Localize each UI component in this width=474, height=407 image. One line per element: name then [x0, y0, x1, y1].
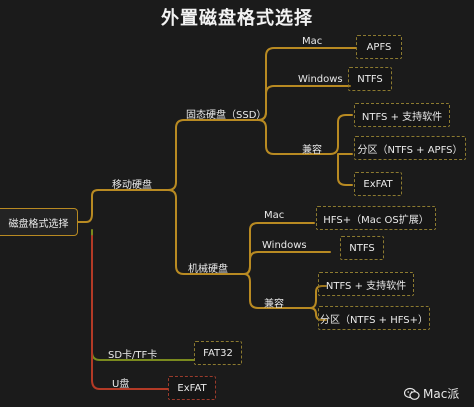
- diagram-title: 外置磁盘格式选择: [161, 8, 313, 29]
- link-root-udisk: [91, 235, 129, 390]
- leaf-hdd-compat-partition: 分区（NTFS + HFS+）: [318, 306, 430, 330]
- leaf-ssd-mac-apfs: APFS: [356, 35, 402, 59]
- link-ssd-compat: [257, 119, 331, 155]
- link-ssd-windows: [257, 85, 351, 121]
- node-sdcard: SD卡/TF卡: [108, 350, 158, 361]
- node-hdd: 机械硬盘: [188, 264, 228, 275]
- leaf-ssd-compat-partition: 分区（NTFS + APFS）: [354, 136, 466, 160]
- watermark-text: Mac派: [423, 387, 460, 401]
- link-hdd-windows: [243, 251, 331, 275]
- link-ssd-compat-leaves: [329, 114, 353, 186]
- leaf-ssd-compat-exfat: ExFAT: [354, 172, 402, 196]
- leaf-hdd-mac-hfs: HFS+（Mac OS扩展）: [316, 206, 436, 230]
- link-mobile-ssd: [167, 119, 259, 191]
- link-hdd-compat: [243, 273, 311, 309]
- node-udisk: U盘: [112, 379, 130, 390]
- node-mobile: 移动硬盘: [112, 180, 152, 191]
- leaf-hdd-compat-ntfs-software: NTFS + 支持软件: [318, 272, 414, 296]
- link-hdd-compat-leaves: [309, 285, 327, 321]
- root-node: 磁盘格式选择: [0, 208, 78, 236]
- link-root-sd: [91, 229, 181, 361]
- link-mobile-hdd: [167, 189, 245, 275]
- node-ssd: 固态硬盘（SSD）: [186, 110, 267, 121]
- leaf-hdd-win-ntfs: NTFS: [340, 236, 384, 260]
- node-ssd-mac: Mac: [302, 36, 323, 47]
- node-ssd-windows: Windows: [298, 74, 343, 85]
- wechat-icon: [404, 387, 420, 400]
- leaf-ssd-compat-ntfs-software: NTFS + 支持软件: [354, 103, 450, 127]
- leaf-udisk-exfat: ExFAT: [168, 376, 216, 400]
- node-hdd-windows: Windows: [262, 240, 307, 251]
- node-hdd-compat: 兼容: [264, 299, 284, 310]
- leaf-sd-fat32: FAT32: [194, 341, 242, 365]
- leaf-ssd-win-ntfs: NTFS: [348, 67, 392, 91]
- link-root-mobile: [77, 189, 169, 223]
- node-hdd-mac: Mac: [264, 210, 285, 221]
- watermark: Mac派: [404, 385, 459, 402]
- node-ssd-compat: 兼容: [302, 145, 322, 156]
